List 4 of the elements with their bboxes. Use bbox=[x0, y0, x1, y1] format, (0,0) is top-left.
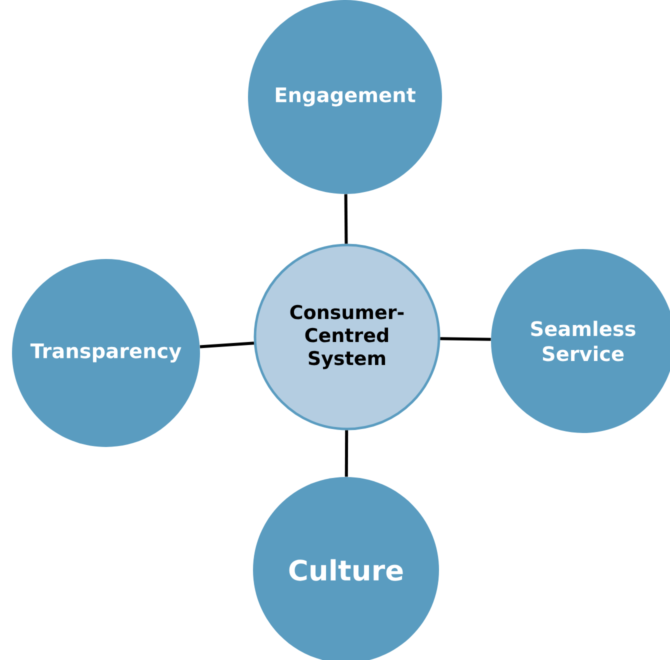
connector-line bbox=[440, 337, 491, 341]
connector-line bbox=[344, 430, 348, 477]
connector-line bbox=[344, 194, 348, 244]
connector-line bbox=[200, 342, 254, 348]
